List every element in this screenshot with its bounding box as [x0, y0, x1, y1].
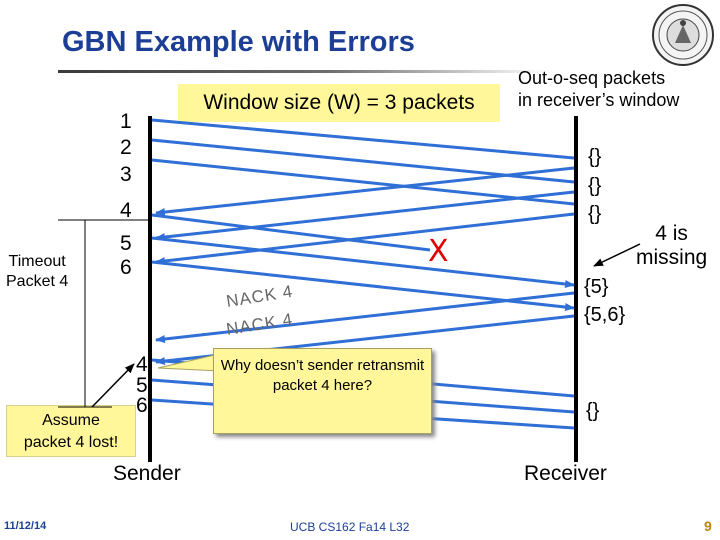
receiver-window-note-line1: Out-o-seq packets: [518, 68, 666, 88]
sender-packet-3: 3: [120, 163, 132, 186]
ack-arrow-1: [155, 166, 575, 217]
missing-note-line2: missing: [636, 246, 708, 269]
callout-question: Why doesn’t sender retransmit packet 4 h…: [213, 348, 432, 434]
sender-packet-2: 2: [120, 136, 132, 159]
missing-note: 4 is missing: [636, 222, 707, 270]
receiver-buffer-2: {}: [588, 175, 602, 197]
footer-date: 11/12/14: [4, 520, 47, 532]
receiver-buffer-6: {}: [586, 400, 600, 422]
nack-arrow-1: [155, 291, 575, 343]
sender-packet-4: 4: [120, 199, 132, 222]
packet-arrow-5: [151, 236, 575, 288]
receiver-label: Receiver: [524, 462, 607, 485]
footer-course: UCB CS162 Fa14 L32: [290, 520, 410, 534]
timeout-label: Timeout Packet 4: [6, 252, 68, 292]
sender-packet-6: 6: [120, 256, 132, 279]
timeout-label-line2: Packet 4: [6, 273, 69, 290]
packet-arrow-1: [151, 118, 575, 160]
packet-arrow-4-lost: [151, 213, 431, 252]
title-underline: [58, 70, 548, 73]
assume-lost-line1: Assume: [42, 412, 100, 429]
missing-note-line1: 4 is: [655, 222, 688, 245]
packet-loss-marker: X: [428, 234, 449, 269]
sender-packet-1: 1: [120, 110, 132, 133]
footer-page-number: 9: [704, 518, 712, 534]
receiver-window-note: Out-o-seq packets in receiver’s window: [518, 67, 679, 111]
missing-pointer: [593, 243, 641, 267]
assume-lost-line2: packet 4 lost!: [23, 434, 119, 451]
retransmit-packet-6: 6: [136, 394, 148, 417]
ack-arrow-2: [155, 190, 575, 241]
timeout-label-line1: Timeout: [8, 253, 66, 270]
sender-label: Sender: [113, 462, 181, 485]
receiver-buffer-3: {}: [588, 203, 602, 225]
page-title: GBN Example with Errors: [62, 26, 415, 58]
receiver-buffer-4: {5}: [584, 276, 609, 298]
sender-packet-5: 5: [120, 232, 132, 255]
retransmit-packet-5: 5: [136, 374, 148, 397]
assume-lost-note: Assume packet 4 lost!: [6, 405, 136, 457]
ack-arrow-3: [155, 212, 575, 265]
assume-pointer: [91, 363, 135, 408]
receiver-window-note-line2: in receiver’s window: [518, 90, 680, 110]
receiver-buffer-5: {5,6}: [584, 304, 626, 326]
university-seal-icon: [652, 4, 714, 66]
retransmit-packet-4: 4: [136, 353, 148, 376]
packet-arrow-3: [151, 158, 575, 206]
window-size-note: Window size (W) = 3 packets: [178, 84, 500, 122]
receiver-buffer-1: {}: [588, 146, 602, 168]
